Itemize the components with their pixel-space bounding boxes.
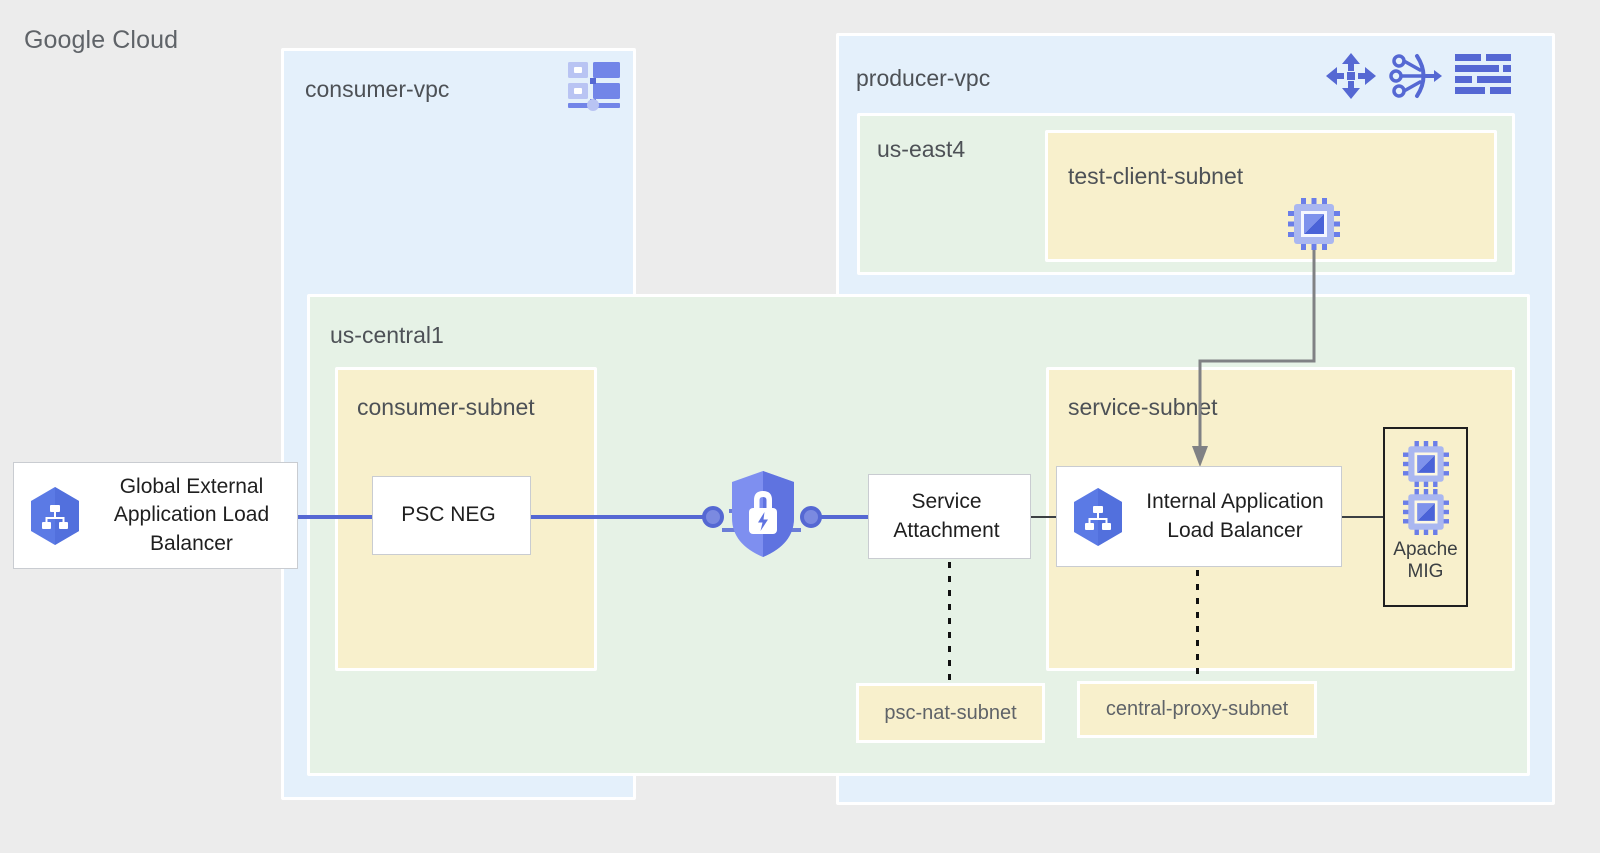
apache-mig-node[interactable]: Apache MIG bbox=[1383, 427, 1468, 607]
wire-psc-neg-to-psc bbox=[530, 515, 710, 519]
psc-nat-subnet-label: psc-nat-subnet bbox=[884, 701, 1017, 724]
us-east4-label: us-east4 bbox=[877, 136, 966, 162]
service-subnet-label: service-subnet bbox=[1068, 394, 1218, 420]
psc-neg-node[interactable]: PSC NEG bbox=[372, 476, 531, 555]
dotted-line-service-attachment-to-psc-nat-subnet bbox=[948, 562, 951, 684]
dotted-line-internal-lb-to-central-proxy-subnet bbox=[1196, 570, 1199, 684]
central-proxy-subnet-label: central-proxy-subnet bbox=[1105, 698, 1289, 720]
psc-neg-label: PSC NEG bbox=[401, 503, 496, 527]
load-balancer-icon bbox=[28, 486, 82, 546]
producer-vpc-label: producer-vpc bbox=[856, 65, 991, 91]
central-proxy-subnet-node[interactable]: central-proxy-subnet bbox=[1077, 681, 1317, 738]
consumer-subnet-label: consumer-subnet bbox=[357, 394, 535, 420]
service-attachment-node[interactable]: Service Attachment bbox=[868, 474, 1031, 559]
vpc-network-icon bbox=[566, 58, 622, 111]
psc-connector-dot-left bbox=[702, 506, 724, 528]
global-lb-label: Global External Application Load Balance… bbox=[113, 474, 270, 555]
private-service-connect-shield-lock-icon bbox=[731, 470, 795, 558]
wire-internal-lb-to-apache-mig bbox=[1340, 516, 1384, 518]
psc-connector-dot-right bbox=[800, 506, 822, 528]
wire-psc-to-service-attachment bbox=[805, 515, 875, 519]
vm-instance-icon bbox=[1402, 441, 1449, 487]
service-attachment-label: Service Attachment bbox=[893, 490, 1000, 542]
service-directory-icon bbox=[1389, 52, 1442, 100]
load-balancer-icon bbox=[1071, 487, 1125, 547]
internal-application-load-balancer-node[interactable]: Internal Application Load Balancer bbox=[1056, 466, 1342, 567]
vm-instance-icon bbox=[1402, 489, 1449, 535]
us-central1-label: us-central1 bbox=[330, 322, 444, 348]
apache-mig-label: Apache MIG bbox=[1393, 539, 1458, 582]
wire-lb-to-psc-neg bbox=[292, 515, 380, 519]
wire-service-attachment-to-internal-lb bbox=[1030, 516, 1064, 518]
vm-instance-icon bbox=[1288, 198, 1340, 250]
test-client-subnet-label: test-client-subnet bbox=[1068, 163, 1244, 189]
subnet-list-icon bbox=[1455, 52, 1511, 100]
psc-nat-subnet-node[interactable]: psc-nat-subnet bbox=[856, 683, 1045, 743]
test-client-subnet-container bbox=[1045, 130, 1497, 262]
internal-lb-label: Internal Application Load Balancer bbox=[1146, 490, 1324, 542]
test-client-to-internal-lb-arrow bbox=[1192, 250, 1316, 467]
google-cloud-label: Google Cloud bbox=[24, 26, 179, 54]
consumer-vpc-label: consumer-vpc bbox=[305, 76, 450, 102]
global-external-application-load-balancer-node[interactable]: Global External Application Load Balance… bbox=[13, 462, 298, 569]
traffic-director-icon bbox=[1325, 52, 1377, 100]
